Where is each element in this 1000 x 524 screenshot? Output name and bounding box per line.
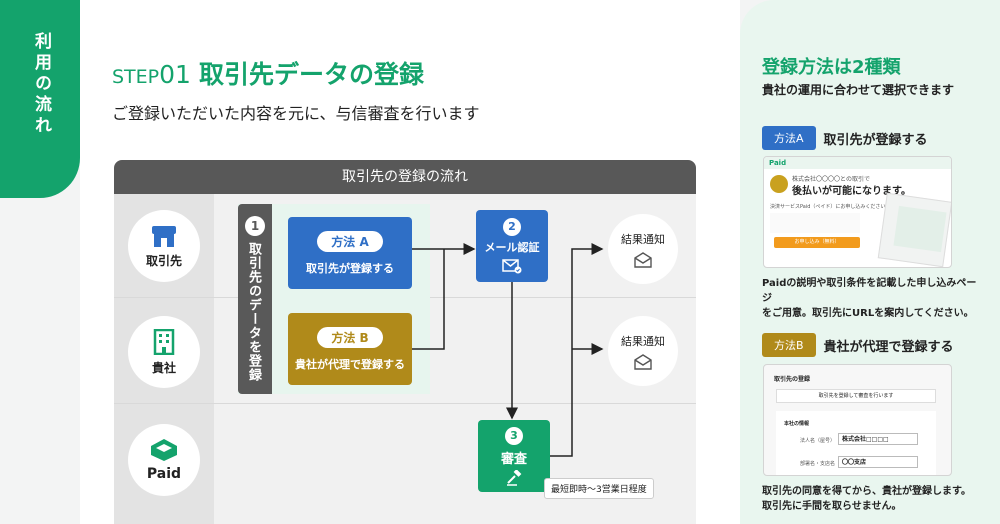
method-a-desc: 取引先が登録する <box>306 261 394 275</box>
result-label-company: 結果通知 <box>621 334 665 348</box>
envelope-icon <box>634 251 652 268</box>
lane-company-label: 貴社 <box>151 360 176 375</box>
shop-icon <box>152 225 176 247</box>
methods-subtitle: 貴社の運用に合わせて選択できます <box>762 83 955 97</box>
method-b-screenshot: 取引先の登録 取引先を登録して審査を行います 本社の情報 法人名（屋号） 株式会… <box>763 364 952 476</box>
lane-partner-label: 取引先 <box>145 253 182 268</box>
method-a-screenshot: Paid 株式会社〇〇〇〇との取引で 後払いが可能になります。 決済サービスPa… <box>763 156 952 268</box>
shot-a-line2: 後払いが可能になります。 <box>792 186 911 197</box>
result-notice-company: 結果通知 <box>608 316 678 386</box>
flow-diagram: 取引先の登録の流れ 取引先 貴社 <box>114 160 696 524</box>
envelope-icon <box>634 353 652 370</box>
page-subtitle: ご登録いただいた内容を元に、与信審査を行います <box>112 104 480 123</box>
method-a-caption-line2: をご用意。取引先にURLを案内してください。 <box>762 308 974 319</box>
method-a-caption-line1: Paidの説明や取引条件を記載した申し込みページ <box>762 278 977 304</box>
shot-b-field1-value: 株式会社□□□□ <box>838 433 918 445</box>
step-prefix: STEP <box>112 66 160 88</box>
result-notice-partner: 結果通知 <box>608 214 678 284</box>
side-tab-label: 利用の流れ <box>31 32 51 137</box>
flow-connectors <box>412 243 604 457</box>
method-a-label-right: 取引先が登録する <box>823 132 928 148</box>
mail-check-icon <box>502 259 522 274</box>
shot-a-apply-button: お申し込み（無料） <box>774 237 860 248</box>
step-review-number: 3 <box>505 426 523 445</box>
building-icon <box>153 328 175 355</box>
shot-a-brand: Paid <box>769 159 787 167</box>
method-a-caption: Paidの説明や取引条件を記載した申し込みページ をご用意。取引先にURLを案内… <box>762 276 982 321</box>
method-a-box: 方法 A 取引先が登録する <box>288 217 412 289</box>
lane-partner-badge: 取引先 <box>128 210 200 282</box>
shot-b-field1-label: 法人名（屋号） <box>800 438 836 444</box>
title-text: 取引先データの登録 <box>198 60 424 89</box>
registration-number: 1 <box>245 216 265 236</box>
step-review: 3 審査 <box>478 420 550 492</box>
gavel-icon <box>507 469 522 486</box>
lane-paid-badge: Paid <box>128 424 200 496</box>
step-mail-number: 2 <box>503 218 521 236</box>
method-b-heading: 方法B 貴社が代理で登録する <box>762 333 954 357</box>
shot-b-field2-label: 部署名・支店名 <box>800 461 836 467</box>
registration-label: 取引先のデータを登録 <box>246 242 261 382</box>
shot-b-section: 本社の情報 <box>784 421 810 427</box>
shot-a-line3: 決済サービスPaid（ペイド）にお申し込みください。 <box>770 204 891 210</box>
diagram-title: 取引先の登録の流れ <box>114 160 696 194</box>
method-b-pill: 方法 B <box>317 326 383 348</box>
methods-title: 登録方法は2種類 <box>762 57 901 78</box>
shot-b-heading: 取引先の登録 <box>774 376 811 383</box>
step-mail-auth: 2 メール認証 <box>476 210 548 282</box>
method-b-caption-line1: 取引先の同意を得てから、貴社が登録します。 <box>762 486 971 497</box>
method-a-pill: 方法 A <box>317 230 383 252</box>
step-review-label: 審査 <box>500 451 527 467</box>
method-b-pill-right: 方法B <box>762 333 816 357</box>
paid-logo-icon <box>151 439 177 461</box>
lane-paid: Paid <box>114 404 696 524</box>
award-badge-icon <box>770 175 788 193</box>
method-b-box: 方法 B 貴社が代理で登録する <box>288 313 412 385</box>
result-label-partner: 結果通知 <box>621 232 665 246</box>
flow-side-tab[interactable]: 利用の流れ <box>0 0 80 198</box>
shot-a-line1: 株式会社〇〇〇〇との取引で <box>792 176 870 183</box>
method-b-caption: 取引先の同意を得てから、貴社が登録します。 取引先に手間を取らせません。 <box>762 484 982 514</box>
lane-company-badge: 貴社 <box>128 316 200 388</box>
method-b-desc: 貴社が代理で登録する <box>295 357 405 371</box>
shot-b-consent: 取引先を登録して審査を行います <box>776 389 936 403</box>
step-number: 01 <box>159 60 191 89</box>
method-b-caption-line2: 取引先に手間を取らせません。 <box>762 501 902 512</box>
method-b-label-right: 貴社が代理で登録する <box>823 339 954 355</box>
step-mail-label: メール認証 <box>484 241 540 254</box>
lane-paid-label: Paid <box>146 466 182 482</box>
method-a-heading: 方法A 取引先が登録する <box>762 126 928 150</box>
shot-b-field2-value: 〇〇支店 <box>838 456 918 468</box>
registration-bar: 1 取引先のデータを登録 <box>238 204 272 394</box>
review-duration-note: 最短即時〜3営業日程度 <box>544 478 654 499</box>
right-panel: 登録方法は2種類 貴社の運用に合わせて選択できます 方法A 取引先が登録する P… <box>740 0 1000 524</box>
method-a-pill-right: 方法A <box>762 126 816 150</box>
